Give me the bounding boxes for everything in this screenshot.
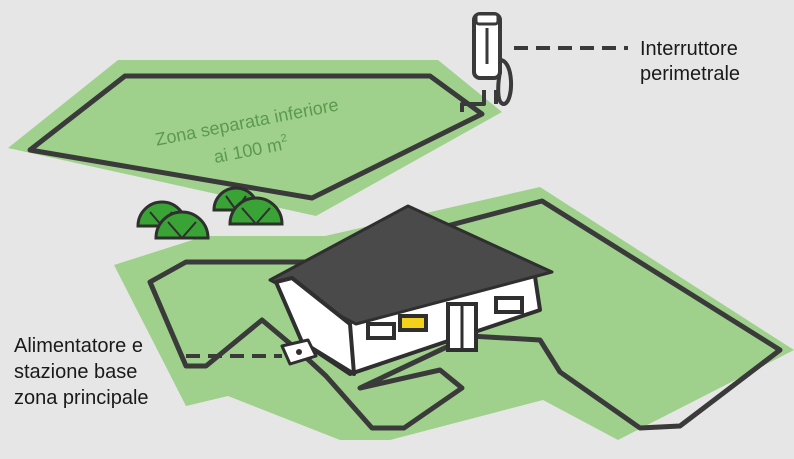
zone-label-superscript: 2 — [280, 132, 288, 145]
base-station — [186, 338, 318, 366]
switch-head — [474, 12, 500, 26]
switch-label-line2: perimetrale — [640, 63, 740, 85]
perimeter-switch — [460, 12, 628, 112]
house-gable — [274, 276, 356, 376]
window-1 — [366, 322, 396, 340]
bush-4 — [228, 196, 284, 226]
secondary-zone: Zona separata inferiore ai 100 m2 — [8, 60, 502, 216]
secondary-lawn — [8, 60, 502, 216]
station-label-line1: Alimentatore e — [14, 335, 143, 357]
bushes — [136, 186, 284, 240]
main-boundary-wire — [147, 198, 783, 431]
station-label-line3: zona principale — [14, 387, 149, 409]
secondary-boundary-wire — [27, 73, 485, 201]
window-3 — [494, 296, 524, 314]
switch-label-line1: Interruttore — [640, 38, 738, 60]
bush-2 — [154, 210, 210, 240]
station-label-line2: stazione base — [14, 361, 137, 383]
switch-cable-loop — [496, 58, 514, 107]
base-station-dot — [296, 349, 302, 355]
switch-cable — [460, 90, 498, 112]
window-lit — [398, 314, 428, 332]
